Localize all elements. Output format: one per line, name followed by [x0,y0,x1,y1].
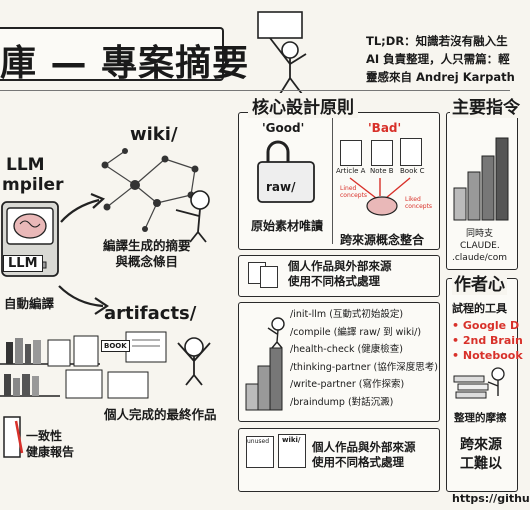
tldr-box: TL;DR：知識若沒有融入生 AI 負責整理，人只需篇：輕 靈感來自 Andre… [360,30,520,86]
network-graph-icon [101,148,199,232]
good-label: 'Good' [262,121,305,135]
merge-arrows-icon [349,177,411,216]
wiki-doc-icon [260,266,278,288]
tldr-line-3: 靈感來自 Andrej Karpath [366,70,515,84]
linked-left-line-1: Lined [340,185,357,192]
locked-folder-icon [257,140,315,203]
main-cmd-caption: 同時支 CLAUDE. .claude/com [452,228,507,264]
article-a-doc [340,140,362,166]
raw-label: raw/ [266,180,296,194]
header-rule [0,90,510,91]
linked-right-line-2: concepts [405,203,433,210]
wiki-doc-label: wiki/ [282,436,301,444]
arrow-to-artifacts-icon [58,285,109,315]
tools-label: 試程的工具 [452,302,507,315]
stick-figure-icon [257,11,307,95]
wiki-caption: 編譯生成的摘要 與概念條目 [103,238,191,270]
design-heading: 核心設計原則 [248,93,358,118]
linked-left-line-2: concepts [340,192,368,199]
bottom-note-line-1: 個人作品與外部來源 [312,440,416,454]
linked-right-line-1: Liked [405,196,421,203]
command-write-partner: /write-partner (寫作探索) [290,379,405,390]
format-note-line-1: 個人作品與外部來源 [288,259,392,273]
author-bottom-line-1: 跨來源 [460,437,502,453]
command-init-llm: /init-llm (互動式初始設定) [290,309,404,320]
book-label: BOOK [101,340,130,352]
friction-label: 整理的摩擦 [454,412,507,424]
artifacts-label: artifacts/ [104,303,197,324]
good-caption: 原始素材唯讀 [251,219,324,233]
linked-concepts-right: Liked concepts [405,196,432,210]
wiki-caption-line-1: 編譯生成的摘要 [103,238,191,253]
health-report-line-1: 一致性 [26,429,63,443]
bar-growth-icon [453,137,509,221]
health-report-label: 一致性 健康報告 [26,428,74,460]
tools-list: • Google D • 2nd Brain • Notebook [452,318,523,363]
command-health-check: /health-check (健康檢查) [290,344,403,355]
title-frame [0,27,224,81]
command-thinking-partner: /thinking-partner (協作深度思考) [290,361,438,373]
bad-label: 'Bad' [368,121,402,135]
design-divider [332,118,333,244]
bottom-note-line-2: 使用不同格式處理 [312,455,404,469]
paper-stack-icon [453,367,505,399]
wiki-doc-icon-2 [278,434,306,468]
format-note-line-2: 使用不同格式處理 [288,274,380,288]
llm-compiler-line-2: mpiler [2,175,64,195]
tool-notebook: • Notebook [452,349,523,362]
command-list: /init-llm (互動式初始設定) /compile (編譯 raw/ 到 … [290,306,438,411]
author-bottom-line-2: 工難以 [460,456,502,472]
author-bottom: 跨來源 工難以 [460,436,502,474]
tool-2nd-brain: • 2nd Brain [452,334,523,347]
command-compile: /compile (編譯 raw/ 到 wiki/) [290,326,422,338]
llm-badge: LLM [3,255,43,272]
bottom-note: 個人作品與外部來源 使用不同格式處理 [312,440,416,470]
main-cmd-caption-1: 同時支 [466,229,494,239]
author-heading: 作者心 [452,270,507,295]
climbing-steps-icon [245,317,285,411]
main-commands-heading: 主要指令 [450,93,522,118]
bookshelf-icon [0,331,167,399]
book-c-doc [400,138,422,166]
unused-doc-label: unused [247,438,270,445]
article-a-label: Article A [336,167,366,175]
llm-compiler-line-1: LLM [6,155,45,175]
command-braindump: /braindump (對話沉澱) [290,396,394,408]
note-b-doc [371,140,393,166]
main-cmd-caption-3: .claude/com [452,253,508,263]
wiki-caption-line-2: 與概念條目 [115,254,179,269]
pointing-person-icon [175,190,210,243]
tldr-line-2: AI 負責整理，人只需篇：輕 [366,52,510,66]
health-report-line-2: 健康報告 [26,445,75,459]
tool-google: • Google D [452,319,520,332]
page-title: 庫 — 專案摘要 [0,43,250,84]
main-cmd-caption-2: CLAUDE. [460,241,500,251]
note-b-label: Note B [370,167,394,175]
wiki-label: wiki/ [130,124,178,145]
arrow-to-wiki-icon [60,192,106,223]
linked-concepts-left: Lined concepts [340,185,367,199]
unused-doc-icon [246,436,274,468]
auto-compile-label: 自動編譯 [4,296,55,311]
bad-caption: 跨來源概念整合 [340,233,425,247]
format-note: 個人作品與外部來源 使用不同格式處理 [288,259,392,289]
artifacts-caption: 個人完成的最終作品 [104,407,217,422]
cheering-person-icon [177,337,211,386]
book-c-label: Book C [400,167,425,175]
tldr-line-1: TL;DR：知識若沒有融入生 [366,34,508,48]
clipboard-icon [3,416,24,458]
llm-compiler-label: LLM mpiler [2,155,63,195]
footer-url[interactable]: https://githu [452,492,530,505]
